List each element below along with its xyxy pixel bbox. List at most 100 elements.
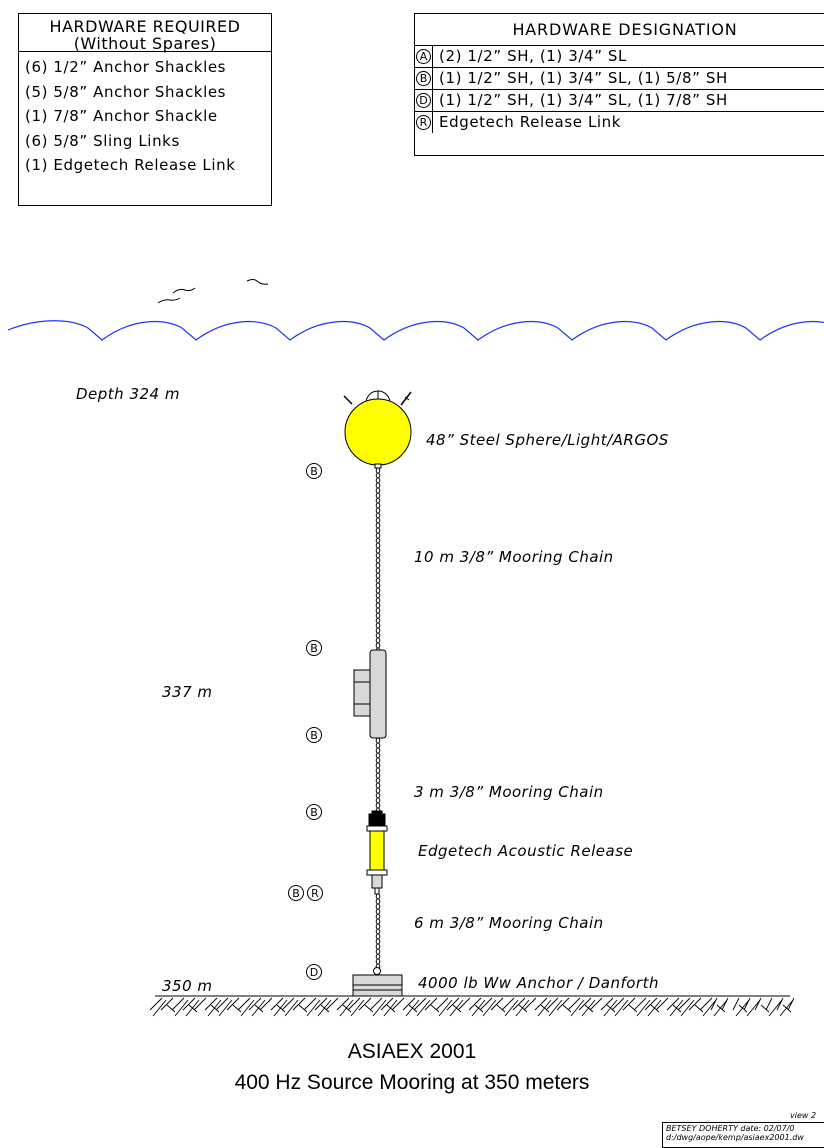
chain-link xyxy=(375,637,381,644)
chain-link xyxy=(375,492,381,499)
chain-link xyxy=(375,617,381,624)
chain-link xyxy=(375,737,381,744)
hardware-item: (1) Edgetech Release Link xyxy=(25,156,236,174)
chain-link xyxy=(375,547,381,554)
chain-link xyxy=(375,802,381,809)
chain-link xyxy=(375,627,381,634)
chain-link xyxy=(375,602,381,609)
chain-link xyxy=(375,903,381,910)
chain-link xyxy=(375,552,381,559)
chain1-label: 10 m 3/8” Mooring Chain xyxy=(414,548,614,566)
chain-link xyxy=(375,898,381,905)
chain-link xyxy=(375,532,381,539)
chain-link xyxy=(375,527,381,534)
hardware-required-title: HARDWARE REQUIRED (Without Spares) xyxy=(19,14,271,52)
designation-code: D xyxy=(416,93,431,108)
chain-link xyxy=(375,742,381,749)
water-surface xyxy=(7,320,824,341)
designation-row: B (1) 1/2” SH, (1) 3/4” SL, (1) 5/8” SH xyxy=(415,68,824,90)
hardware-required-table: HARDWARE REQUIRED (Without Spares) (6) 1… xyxy=(18,13,272,206)
chain-link xyxy=(375,948,381,955)
chain-link xyxy=(375,472,381,479)
chain-link xyxy=(375,477,381,484)
chain-link xyxy=(375,507,381,514)
chain-link xyxy=(375,792,381,799)
chain-link xyxy=(375,517,381,524)
chain-link xyxy=(375,747,381,754)
designation-text: (2) 1/2” SH, (1) 3/4” SL xyxy=(439,47,628,65)
hardware-marker: B xyxy=(306,804,322,820)
chain-link xyxy=(375,592,381,599)
chain-link xyxy=(375,572,381,579)
chain-link xyxy=(375,908,381,915)
chain-link xyxy=(375,487,381,494)
designation-code: B xyxy=(416,71,431,86)
designation-text: (1) 1/2” SH, (1) 3/4” SL, (1) 5/8” SH xyxy=(439,69,728,87)
chain-link xyxy=(375,938,381,945)
chain-link xyxy=(375,762,381,769)
hardware-item: (6) 5/8” Sling Links xyxy=(25,131,180,150)
hardware-marker: B xyxy=(306,640,322,656)
birds-icon xyxy=(157,279,269,304)
designation-row: A (2) 1/2” SH, (1) 3/4” SL xyxy=(415,46,824,68)
anchor-block xyxy=(352,967,403,997)
title-block-author: BETSEY DOHERTY date: 02/07/0 xyxy=(666,1124,795,1133)
chain-link xyxy=(375,587,381,594)
chain-link xyxy=(375,502,381,509)
hardware-item: (5) 5/8” Anchor Shackles xyxy=(25,82,227,101)
chain-link xyxy=(375,913,381,920)
chain-link xyxy=(375,557,381,564)
anchor-label: 4000 lb Ww Anchor / Danforth xyxy=(418,974,659,992)
chain-link xyxy=(375,777,381,784)
hardware-marker: B xyxy=(288,885,304,901)
designation-row: D (1) 1/2” SH, (1) 3/4” SL, (1) 7/8” SH xyxy=(415,90,824,112)
designation-code: R xyxy=(416,115,431,130)
chain-link xyxy=(375,522,381,529)
chain-link xyxy=(375,767,381,774)
hardware-designation-table: HARDWARE DESIGNATION A (2) 1/2” SH, (1) … xyxy=(414,13,824,156)
chain-link xyxy=(375,752,381,759)
chain3-label: 6 m 3/8” Mooring Chain xyxy=(414,914,604,932)
drawing-title-block: BETSEY DOHERTY date: 02/07/0 d:/dwg/aope… xyxy=(662,1122,824,1148)
chain-link xyxy=(375,933,381,940)
hardware-item: (1) 7/8” Anchor Shackle xyxy=(25,107,218,125)
acoustic-release xyxy=(366,810,388,895)
chain-link xyxy=(375,893,381,900)
hardware-marker: R xyxy=(307,885,323,901)
source-instrument xyxy=(353,649,387,739)
chain-link xyxy=(375,953,381,960)
chain-link xyxy=(375,622,381,629)
chain-link xyxy=(375,928,381,935)
seafloor-hatching xyxy=(149,997,795,1017)
chain-link xyxy=(375,512,381,519)
diagram-title-line2: 400 Hz Source Mooring at 350 meters xyxy=(234,1071,590,1094)
chain-link xyxy=(375,542,381,549)
chain-link xyxy=(375,757,381,764)
chain-link xyxy=(375,567,381,574)
hardware-required-title-line1: HARDWARE REQUIRED xyxy=(49,17,241,36)
hardware-item: (6) 1/2” Anchor Shackles xyxy=(25,58,227,76)
chain-link xyxy=(375,597,381,604)
hatch-strokes xyxy=(149,997,795,1017)
hardware-marker: B xyxy=(306,463,322,479)
chain-link xyxy=(375,582,381,589)
view-label: view 2 xyxy=(790,1111,817,1120)
hardware-marker: D xyxy=(306,964,322,980)
chain-link xyxy=(375,918,381,925)
chain-link xyxy=(375,562,381,569)
chain-link xyxy=(375,923,381,930)
hardware-marker: B xyxy=(306,727,322,743)
steel-sphere-buoy xyxy=(343,390,412,469)
designation-row: R Edgetech Release Link xyxy=(415,112,824,134)
title-block-path: d:/dwg/aope/kemp/asiaex2001.dw xyxy=(666,1133,804,1142)
chain-link xyxy=(375,782,381,789)
designation-code: A xyxy=(416,49,431,64)
chain-link xyxy=(375,797,381,804)
chain-link xyxy=(375,482,381,489)
depth-label-middle: 337 m xyxy=(162,683,213,701)
chain-link xyxy=(375,607,381,614)
designation-text: Edgetech Release Link xyxy=(439,113,622,131)
chain-link xyxy=(375,577,381,584)
chain-link xyxy=(375,467,381,474)
